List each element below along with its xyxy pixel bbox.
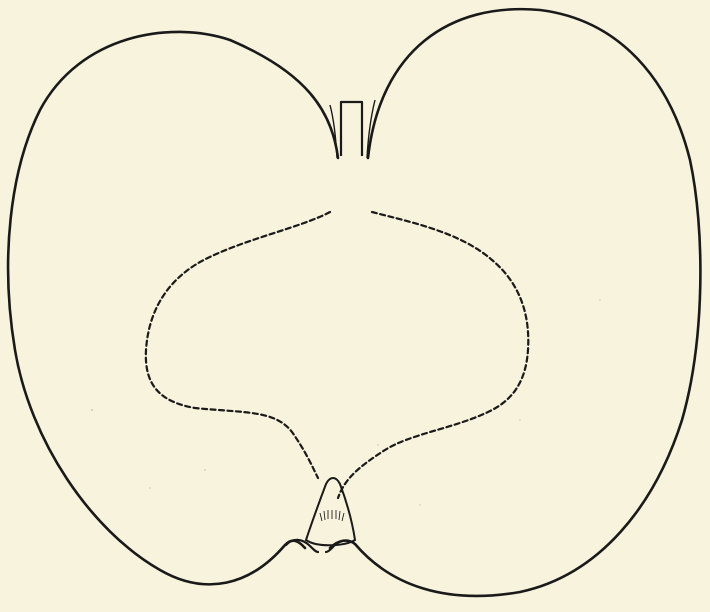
calyx xyxy=(306,478,355,545)
core-line-right xyxy=(338,212,528,498)
core-line xyxy=(146,212,330,478)
calyx-hatching xyxy=(320,510,344,521)
fruit-outline xyxy=(8,9,700,596)
stem xyxy=(341,102,362,156)
paper-specks xyxy=(91,299,600,505)
